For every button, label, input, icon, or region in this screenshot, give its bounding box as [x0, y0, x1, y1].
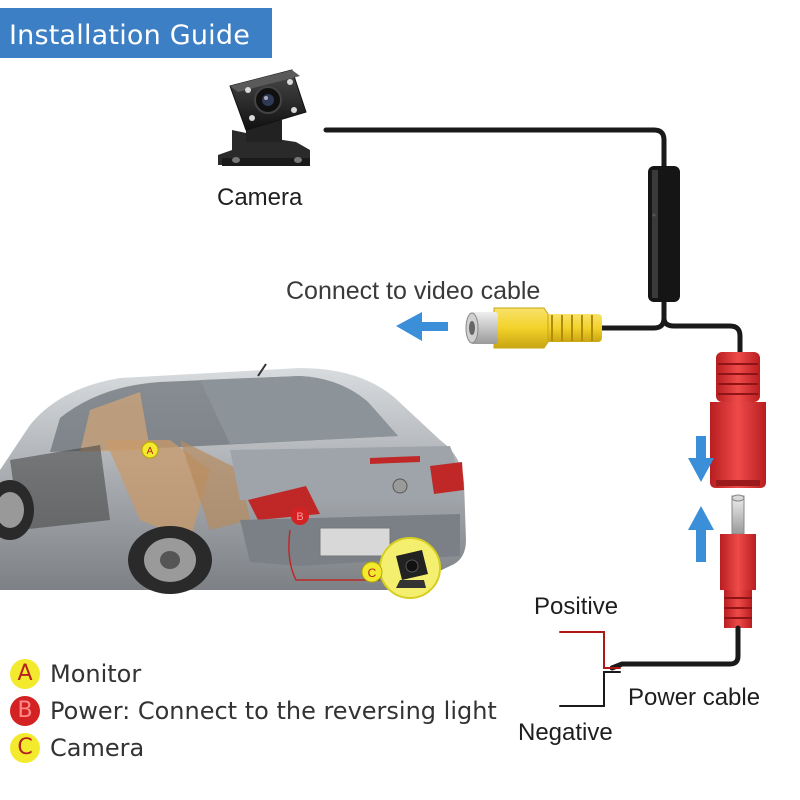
legend-item-camera: C Camera	[10, 729, 497, 766]
camera-illustration	[218, 69, 310, 166]
connect-video-cable-label: Connect to video cable	[286, 277, 541, 305]
legend-badge-b: B	[10, 695, 40, 726]
legend-item-power: B Power: Connect to the reversing light	[10, 692, 497, 729]
legend: A Monitor B Power: Connect to the revers…	[10, 655, 497, 766]
arrow-up-icon	[688, 506, 714, 562]
legend-item-monitor: A Monitor	[10, 655, 497, 692]
power-connector-male	[720, 494, 756, 628]
power-connector-female	[710, 352, 766, 488]
marker-a-letter: A	[147, 446, 154, 457]
camera-label: Camera	[217, 184, 303, 211]
header-title: Installation Guide	[9, 20, 251, 51]
legend-badge-a: A	[10, 658, 40, 689]
marker-b-letter: B	[296, 511, 303, 523]
legend-text-camera: Camera	[50, 733, 145, 762]
camera-cable	[323, 127, 743, 363]
legend-badge-c: C	[10, 732, 40, 763]
installation-guide-header: Installation Guide	[0, 8, 272, 58]
negative-label: Negative	[518, 719, 613, 746]
marker-b-badge: B	[291, 507, 309, 525]
positive-label: Positive	[534, 593, 619, 620]
power-cable	[559, 625, 741, 707]
car-illustration	[0, 363, 466, 594]
rca-video-connector	[465, 307, 602, 349]
legend-text-monitor: Monitor	[50, 659, 142, 688]
power-cable-label: Power cable	[628, 684, 761, 711]
arrow-down-icon	[688, 436, 714, 482]
marker-c-letter: C	[368, 566, 377, 580]
arrow-left-icon	[396, 312, 448, 341]
legend-text-power: Power: Connect to the reversing light	[50, 696, 497, 725]
marker-a-badge: A	[141, 441, 159, 459]
marker-c-camera-bubble: C	[361, 537, 441, 599]
